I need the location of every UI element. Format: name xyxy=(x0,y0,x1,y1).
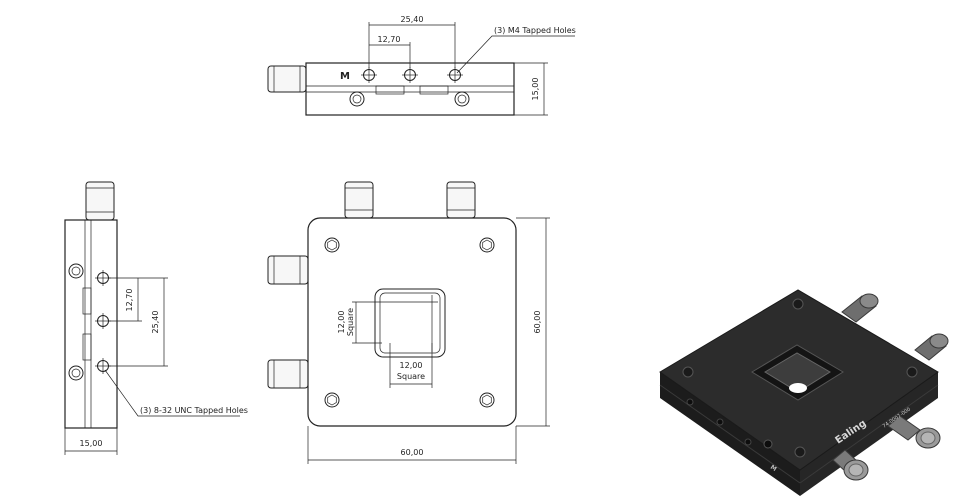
top-tapped-hole xyxy=(447,67,463,83)
side-view: 12,70 25,40 15,00 (3) 8-32 UNC Tapped Ho… xyxy=(64,181,248,455)
render-knob xyxy=(832,449,869,481)
render-knob xyxy=(887,415,941,449)
top-tapped-hole xyxy=(402,67,418,83)
screw-head xyxy=(68,365,84,381)
corner-screw xyxy=(324,392,340,408)
leader-line xyxy=(104,369,240,417)
aperture-height: 12,00 xyxy=(337,311,346,334)
aperture-outer xyxy=(374,288,446,358)
side-dim-width: 15,00 xyxy=(80,439,103,448)
leader-line xyxy=(456,35,575,74)
corner-screw xyxy=(324,237,340,253)
aperture xyxy=(379,292,441,354)
render-knob xyxy=(914,333,949,361)
front-dim-height: 60,00 xyxy=(533,311,542,334)
aperture-width-unit: Square xyxy=(397,372,425,381)
side-tapped-hole xyxy=(95,270,111,286)
top-dim-pitch: 12,70 xyxy=(378,35,401,44)
top-dim-height: 15,00 xyxy=(531,78,540,101)
top-view: M 25,40 12,70 15,00 (3) M4 Tapped Holes xyxy=(267,15,576,116)
aperture-width: 12,00 xyxy=(400,361,423,370)
render-knob xyxy=(841,293,879,323)
render-3d: Ealing 74-0007-000 M xyxy=(659,289,949,496)
render-marker: M xyxy=(769,464,778,473)
corner-screw xyxy=(479,237,495,253)
screw-head xyxy=(349,91,365,107)
aperture-height-unit: Square xyxy=(346,308,355,336)
side-note: (3) 8-32 UNC Tapped Holes xyxy=(140,406,248,415)
side-tapped-hole xyxy=(95,358,111,374)
side-dim-pitch: 12,70 xyxy=(125,289,134,312)
top-tapped-hole xyxy=(361,67,377,83)
side-tapped-hole xyxy=(95,313,111,329)
front-body xyxy=(307,217,517,427)
adjuster-knob xyxy=(344,181,374,219)
screw-head xyxy=(68,263,84,279)
front-view: 12,00 Square 12,00 Square 60,00 60,00 xyxy=(267,181,550,464)
side-dim-overall: 25,40 xyxy=(151,311,160,334)
screw-head xyxy=(454,91,470,107)
top-dim-overall: 25,40 xyxy=(401,15,424,24)
front-dim-width: 60,00 xyxy=(401,448,424,457)
top-marker: M xyxy=(340,71,350,82)
top-note: (3) M4 Tapped Holes xyxy=(494,26,576,35)
adjuster-knob xyxy=(446,181,476,219)
corner-screw xyxy=(479,392,495,408)
